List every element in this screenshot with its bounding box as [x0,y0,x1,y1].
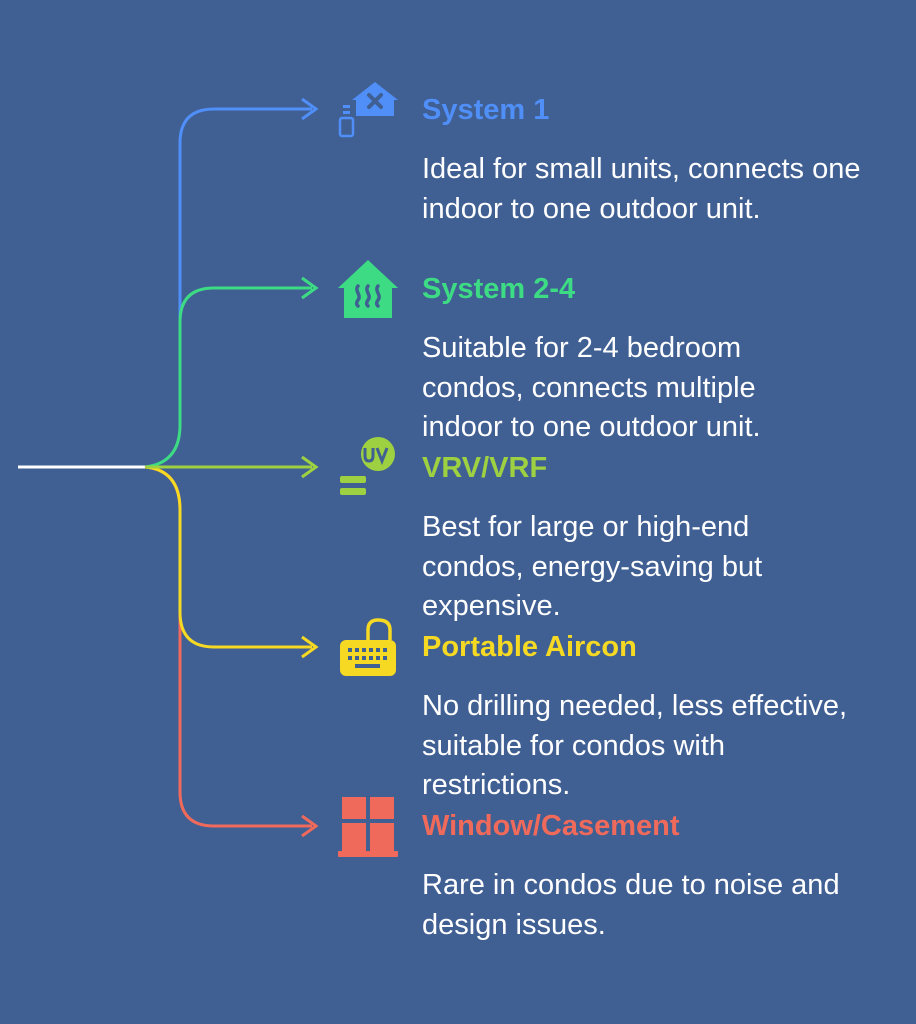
window-icon [338,797,398,857]
uv-icon [340,437,395,495]
branch-description-system-2-4: Suitable for 2-4 bedroom condos, connect… [422,332,761,443]
arrow-system-1 [301,97,319,121]
branch-title-system-2-4: System 2-4 [422,273,576,305]
house-heat-icon [338,260,398,318]
branch-description-window: Rare in condos due to noise and design i… [422,869,840,941]
branch-description-portable: No drilling needed, less effective, suit… [422,690,848,801]
branch-line-system-2-4 [144,286,312,469]
branch-title-portable: Portable Aircon [422,631,637,663]
branch-description-vrv: Best for large or high-end condos, energ… [422,511,763,622]
branch-title-window: Window/Casement [422,810,680,842]
branch-title-system-1: System 1 [422,94,550,126]
branch-line-system-1 [178,107,312,318]
arrow-vrv [301,455,319,479]
arrow-system-2-4 [301,276,319,300]
arrow-portable [301,635,319,659]
branch-title-vrv: VRV/VRF [422,452,548,484]
portable-unit-icon [340,618,396,676]
branch-line-portable [144,465,312,649]
arrow-window [301,814,319,838]
remote-house-icon [338,82,398,138]
branch-description-system-1: Ideal for small units, connects one indo… [422,153,861,225]
